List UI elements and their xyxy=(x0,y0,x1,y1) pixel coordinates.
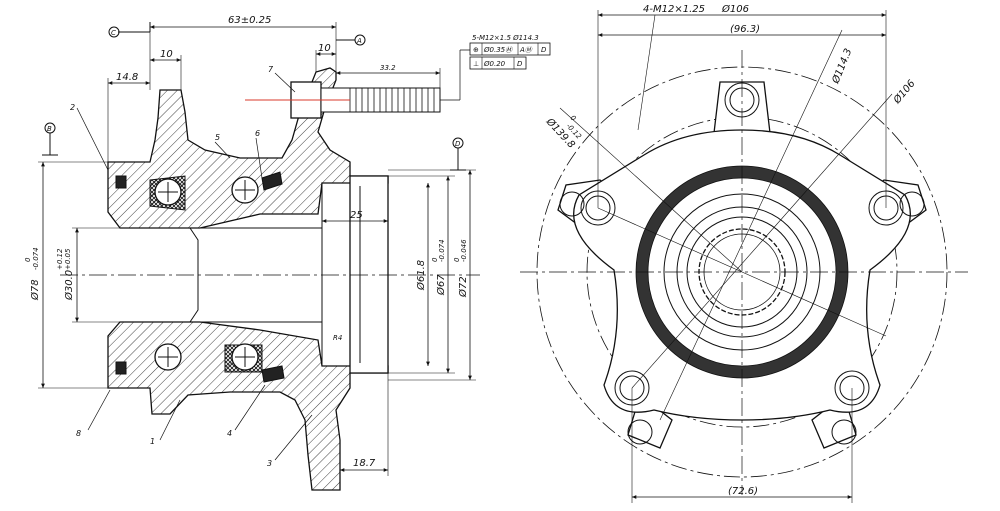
label-bore-length: 25 xyxy=(350,210,363,221)
datum-c-flag xyxy=(118,22,151,33)
label-bore-spline: Ø30.0 xyxy=(63,270,75,301)
label-pilot-inner: Ø61.8 xyxy=(415,260,427,291)
label-pilot-width: 10 xyxy=(318,43,331,54)
oring-lower xyxy=(115,361,127,375)
label-pattern-right: Ø106 xyxy=(890,78,917,107)
datum-d-flag xyxy=(450,148,466,171)
callout-4: 4 xyxy=(227,429,232,438)
thread-leader xyxy=(637,14,656,131)
callout-7: 7 xyxy=(268,65,274,74)
svg-text:0: 0 xyxy=(24,257,32,262)
datum-b-flag xyxy=(42,133,58,156)
callout-1: 1 xyxy=(150,437,155,446)
label-bottom-span: (72.6) xyxy=(728,486,758,497)
stud-thread-lines xyxy=(349,88,435,112)
label-top-diameter: Ø106 xyxy=(721,3,749,15)
svg-text:-0.074: -0.074 xyxy=(438,239,446,262)
label-stud-length: 33.2 xyxy=(380,64,396,72)
side-view-labels: 63±0.25 10 10 14.8 33.2 25 18.7 Ø78 0 -0… xyxy=(24,15,547,469)
svg-text:+0.05: +0.05 xyxy=(64,248,72,270)
gdt-header: 5-M12×1.5 Ø114.3 xyxy=(472,34,539,42)
datum-c: C xyxy=(111,29,116,37)
callout-6: 6 xyxy=(255,129,260,138)
datum-b: B xyxy=(47,125,52,133)
side-section-view xyxy=(38,22,551,491)
front-diag-2 xyxy=(659,29,843,421)
gdt-row2-symbol: ⊥ xyxy=(473,60,479,68)
roughness-mark: R4 xyxy=(333,334,342,342)
front-diag-3 xyxy=(631,93,893,389)
svg-text:0: 0 xyxy=(453,257,461,262)
gdt-frame-row1 xyxy=(469,42,551,56)
gdt-row1-tol: Ø0.35Ⓜ xyxy=(483,46,513,54)
gdt-row2-datum: D xyxy=(517,60,523,68)
callout-2: 2 xyxy=(70,103,75,112)
datum-d: D xyxy=(455,140,461,148)
label-top-span: (96.3) xyxy=(730,24,760,35)
callout-3: 3 xyxy=(267,459,272,468)
label-flange-face: 18.7 xyxy=(353,458,376,469)
gdt-row1-datum1: AⓂ xyxy=(519,46,533,54)
front-view xyxy=(520,10,968,503)
seal-right-upper xyxy=(261,171,283,191)
front-diag-4 xyxy=(559,107,743,273)
svg-text:0: 0 xyxy=(431,257,439,262)
callout-8: 8 xyxy=(76,429,81,438)
oring-upper xyxy=(115,175,127,189)
pilot-face xyxy=(349,175,389,374)
label-flange-thickness: 10 xyxy=(160,49,173,60)
gdt-frame-row2 xyxy=(469,56,527,70)
label-thread-spec: 4-M12×1.25 xyxy=(643,4,705,15)
label-pilot-outer: Ø72 xyxy=(457,276,469,298)
label-pilot-mid: Ø67 xyxy=(435,274,447,296)
gdt-row1-symbol: ⊕ xyxy=(473,46,479,54)
callout-leaders xyxy=(76,72,313,461)
gdt-row2-tol: Ø0.20 xyxy=(483,60,506,68)
svg-text:-0.074: -0.074 xyxy=(32,247,40,270)
gdt-row1-datum2: D xyxy=(541,46,547,54)
datum-a: A xyxy=(356,37,362,45)
svg-text:+0.12: +0.12 xyxy=(56,248,64,270)
callout-5: 5 xyxy=(215,133,220,142)
label-stud-circle: Ø114.3 xyxy=(829,47,854,86)
seal-lower xyxy=(261,365,285,383)
label-overall-width: 63±0.25 xyxy=(228,15,271,26)
svg-text:0: 0 xyxy=(569,114,578,123)
label-outer-bearing: Ø78 xyxy=(29,279,41,301)
svg-text:-0.046: -0.046 xyxy=(460,239,468,262)
label-stub-width: 14.8 xyxy=(116,72,138,83)
